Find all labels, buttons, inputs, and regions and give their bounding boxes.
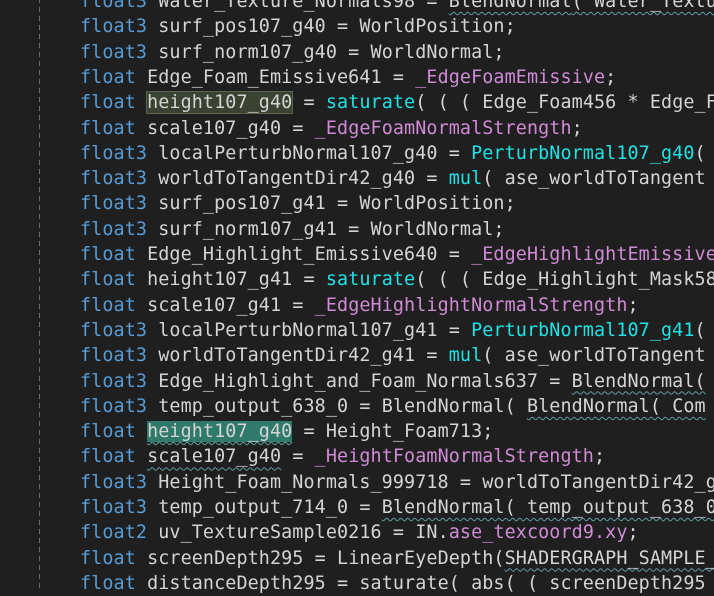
code-line[interactable]: float3 Height_Foam_Normals_999718 = worl…: [80, 471, 714, 493]
warning-squiggle[interactable]: BlendNormal(: [571, 370, 706, 392]
code-line[interactable]: float scale107_g40 = _HeightFoamNormalSt…: [80, 446, 606, 468]
code-line[interactable]: float3 worldToTangentDir42_g41 = mul( as…: [80, 345, 706, 367]
code-line[interactable]: float3 surf_pos107_g40 = WorldPosition;: [80, 16, 516, 38]
warning-squiggle[interactable]: BlendNormal( Com: [526, 395, 706, 417]
code-line[interactable]: float3 temp_output_714_0 = BlendNormal( …: [80, 495, 714, 520]
warning-squiggle[interactable]: scale107_g40: [147, 446, 282, 468]
code-line[interactable]: float3 surf_pos107_g41 = WorldPosition;: [80, 193, 516, 215]
code-line[interactable]: float3 surf_norm107_g40 = WorldNormal;: [80, 41, 505, 63]
code-line[interactable]: float screenDepth295 = LinearEyeDepth(SH…: [80, 546, 714, 571]
code-line[interactable]: float3 localPerturbNormal107_g41 = Pertu…: [80, 319, 706, 341]
code-line[interactable]: float3 Water_Texture_Normals98 = BlendNo…: [80, 0, 714, 14]
type-keyword: float3: [80, 0, 148, 12]
code-line[interactable]: float Edge_Highlight_Emissive640 = _Edge…: [80, 244, 714, 265]
code-line[interactable]: float distanceDepth295 = saturate( abs( …: [80, 572, 706, 594]
code-line[interactable]: float height107_g41 = saturate( ( ( Edge…: [80, 269, 714, 291]
warning-squiggle[interactable]: BlendNormal( Water_Textu: [448, 0, 714, 12]
warning-squiggle[interactable]: SHADERGRAPH_SAMPLE_: [504, 547, 714, 569]
symbol-highlight-read[interactable]: height107_g40: [146, 91, 294, 115]
code-line[interactable]: float2 uv_TextureSample0216 = IN.ase_tex…: [80, 522, 639, 544]
code-line[interactable]: float scale107_g40 = _EdgeFoamNormalStre…: [80, 117, 583, 139]
indent-guide: [39, 0, 40, 589]
code-line[interactable]: float3 temp_output_638_0 = BlendNormal( …: [80, 395, 706, 417]
warning-squiggle[interactable]: BlendNormal( temp_output_638_0: [381, 497, 714, 518]
symbol-highlight-write[interactable]: height107_g40: [147, 421, 293, 443]
code-line[interactable]: float3 Edge_Highlight_and_Foam_Normals63…: [80, 370, 706, 392]
code-line[interactable]: float height107_g40 = Height_Foam713;: [80, 421, 494, 443]
code-line[interactable]: float3 surf_norm107_g41 = WorldNormal;: [80, 218, 505, 240]
code-line[interactable]: float scale107_g41 = _EdgeHighlightNorma…: [80, 294, 639, 316]
code-line[interactable]: float3 worldToTangentDir42_g40 = mul( as…: [80, 168, 706, 190]
code-line[interactable]: float3 localPerturbNormal107_g40 = Pertu…: [80, 142, 706, 164]
code-line[interactable]: float Edge_Foam_Emissive641 = _EdgeFoamE…: [80, 66, 617, 88]
code-line[interactable]: float height107_g40 = saturate( ( ( Edge…: [80, 91, 714, 115]
